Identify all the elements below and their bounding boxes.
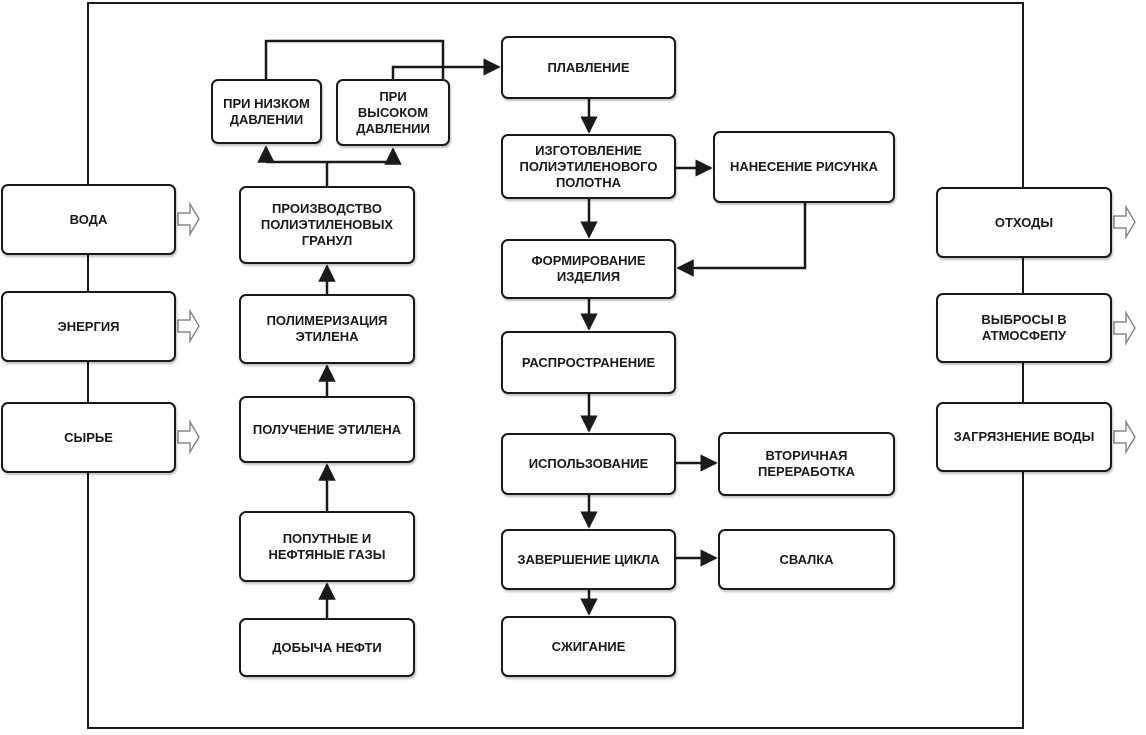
node-pe-sheet: ИЗГОТОВЛЕНИЕ ПОЛИЭТИЛЕНОВОГО ПОЛОТНА — [501, 134, 676, 199]
output-waste: ОТХОДЫ — [936, 187, 1112, 258]
arrow-water-pollution-outline — [1113, 419, 1136, 455]
output-water-pollution: ЗАГРЯЗНЕНИЕ ВОДЫ — [936, 402, 1112, 472]
arrow-water-outline — [177, 201, 200, 237]
arrow-energy-outline — [177, 308, 200, 344]
node-usage: ИСПОЛЬЗОВАНИЕ — [501, 433, 676, 495]
arrow-waste-outline — [1113, 204, 1136, 240]
node-landfill: СВАЛКА — [718, 529, 895, 590]
edge-low-pressure-loop — [264, 39, 445, 79]
input-raw-material: СЫРЬЕ — [1, 402, 176, 473]
node-low-pressure: ПРИ НИЗКОМ ДАВЛЕНИИ — [211, 79, 322, 144]
node-oil-extraction: ДОБЫЧА НЕФТИ — [239, 618, 415, 677]
arrow-emissions-outline — [1113, 310, 1136, 346]
node-distribution: РАСПРОСТРАНЕНИЕ — [501, 331, 676, 394]
node-ethylene-production: ПОЛУЧЕНИЕ ЭТИЛЕНА — [239, 396, 415, 463]
output-air-emissions: ВЫБРОСЫ В АТМОСФЕПУ — [936, 293, 1112, 363]
node-high-pressure: ПРИ ВЫСОКОМ ДАВЛЕНИИ — [336, 79, 450, 146]
node-associated-gases: ПОПУТНЫЕ И НЕФТЯНЫЕ ГАЗЫ — [239, 511, 415, 582]
node-recycling: ВТОРИЧНАЯ ПЕРЕРАБОТКА — [718, 432, 895, 496]
input-water: ВОДА — [1, 184, 176, 255]
input-energy: ЭНЕРГИЯ — [1, 291, 176, 362]
node-end-of-cycle: ЗАВЕРШЕНИЕ ЦИКЛА — [501, 529, 676, 590]
node-product-forming: ФОРМИРОВАНИЕ ИЗДЕЛИЯ — [501, 239, 676, 299]
arrow-raw-outline — [177, 419, 200, 455]
edge-high-pressure-to-melting — [391, 58, 501, 79]
node-melting: ПЛАВЛЕНИЕ — [501, 36, 676, 99]
node-ethylene-polymerization: ПОЛИМЕРИЗАЦИЯ ЭТИЛЕНА — [239, 294, 415, 364]
edge-printing-to-forming — [676, 203, 807, 277]
node-pattern-printing: НАНЕСЕНИЕ РИСУНКА — [713, 131, 895, 203]
diagram-frame — [87, 2, 1024, 729]
node-incineration: СЖИГАНИЕ — [501, 616, 676, 677]
node-pe-granules: ПРОИЗВОДСТВО ПОЛИЭТИЛЕНОВЫХ ГРАНУЛ — [239, 186, 415, 264]
